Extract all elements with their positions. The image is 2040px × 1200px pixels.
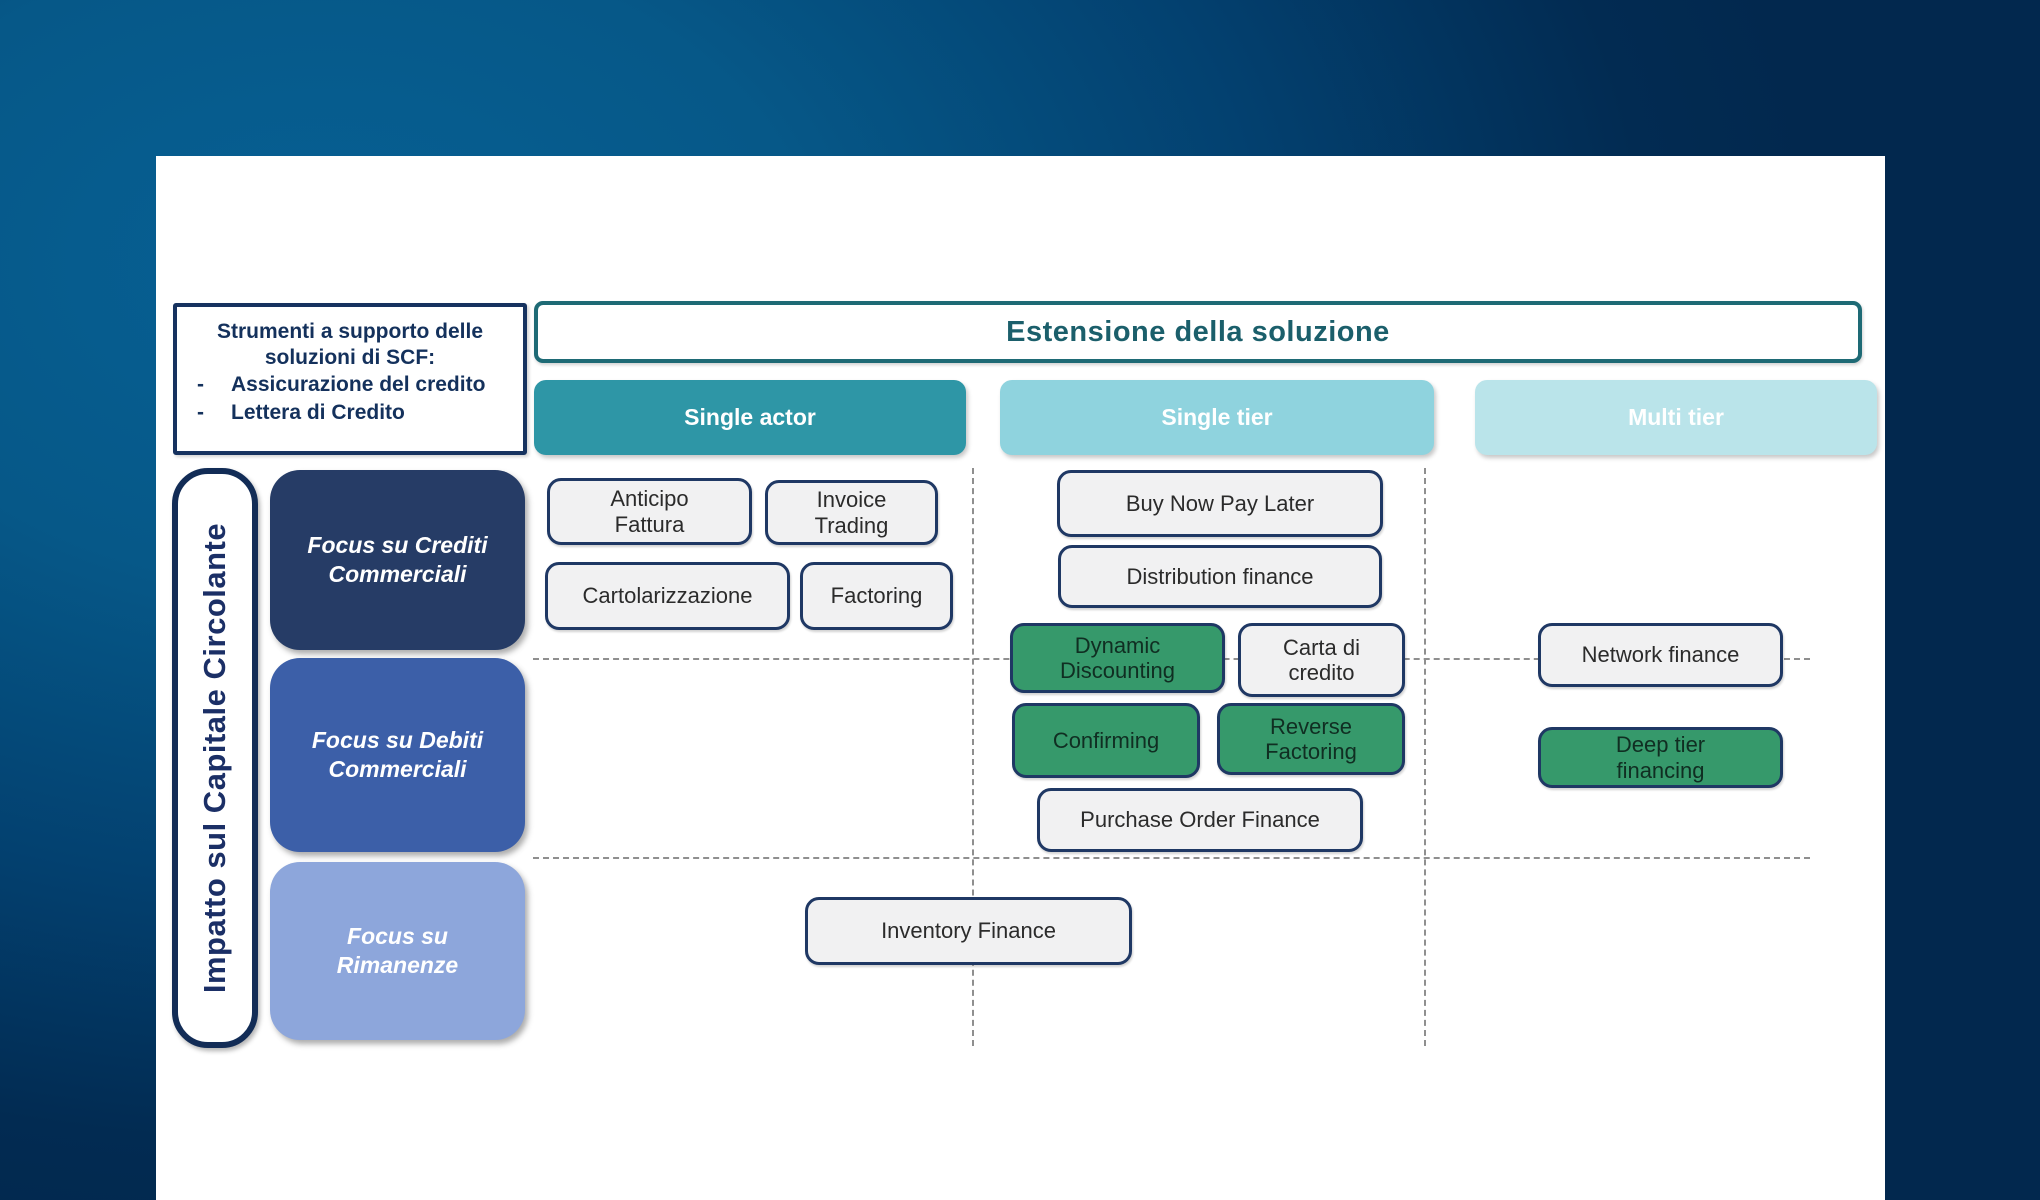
slide: Strumenti a supporto delle soluzioni di …	[156, 156, 1885, 1200]
solution-anticipo-fattura: Anticipo Fattura	[547, 478, 752, 545]
row-axis-pill: Impatto sul Capitale Circolante	[172, 468, 258, 1048]
solution-dynamic-discounting: Dynamic Discounting	[1010, 623, 1225, 693]
support-note-item-label: Lettera di Credito	[231, 400, 405, 424]
support-note-item: - Assicurazione del credito	[187, 372, 513, 398]
grid-divider-horizontal-2	[533, 857, 1810, 859]
support-note-title: Strumenti a supporto delle soluzioni di …	[216, 320, 484, 369]
column-header-multi-tier: Multi tier	[1475, 380, 1877, 455]
solution-reverse-factoring: Reverse Factoring	[1217, 703, 1405, 775]
column-header-label: Multi tier	[1628, 404, 1724, 430]
support-note-item-label: Assicurazione del credito	[231, 373, 486, 397]
column-header-single-actor: Single actor	[534, 380, 966, 455]
column-axis-title: Estensione della soluzione	[534, 301, 1862, 363]
row-header-rimanenze: Focus su Rimanenze	[270, 862, 525, 1040]
bullet-dash: -	[197, 373, 204, 397]
grid-divider-vertical-1	[972, 468, 974, 1046]
column-header-single-tier: Single tier	[1000, 380, 1434, 455]
solution-invoice-trading: Invoice Trading	[765, 480, 938, 545]
solution-purchase-order-finance: Purchase Order Finance	[1037, 788, 1363, 852]
solution-cartolarizzazione: Cartolarizzazione	[545, 562, 790, 630]
solution-deep-tier-financing: Deep tier financing	[1538, 727, 1783, 788]
row-header-debiti-commerciali: Focus su Debiti Commerciali	[270, 658, 525, 852]
solution-network-finance: Network finance	[1538, 623, 1783, 687]
row-axis-title: Impatto sul Capitale Circolante	[197, 522, 232, 994]
solution-inventory-finance: Inventory Finance	[805, 897, 1132, 965]
solution-buy-now-pay-later: Buy Now Pay Later	[1057, 470, 1383, 537]
support-note-box: Strumenti a supporto delle soluzioni di …	[173, 303, 527, 455]
solution-distribution-finance: Distribution finance	[1058, 545, 1382, 608]
support-note-item: - Lettera di Credito	[187, 400, 513, 426]
column-header-label: Single tier	[1161, 404, 1273, 430]
solution-confirming: Confirming	[1012, 703, 1200, 778]
bullet-dash: -	[197, 400, 204, 424]
row-header-crediti-commerciali: Focus su Crediti Commerciali	[270, 470, 525, 650]
solution-factoring: Factoring	[800, 562, 953, 630]
column-axis-title-label: Estensione della soluzione	[1006, 315, 1390, 348]
grid-divider-vertical-2	[1424, 468, 1426, 1046]
column-header-label: Single actor	[684, 404, 816, 430]
solution-carta-di-credito: Carta di credito	[1238, 623, 1405, 697]
